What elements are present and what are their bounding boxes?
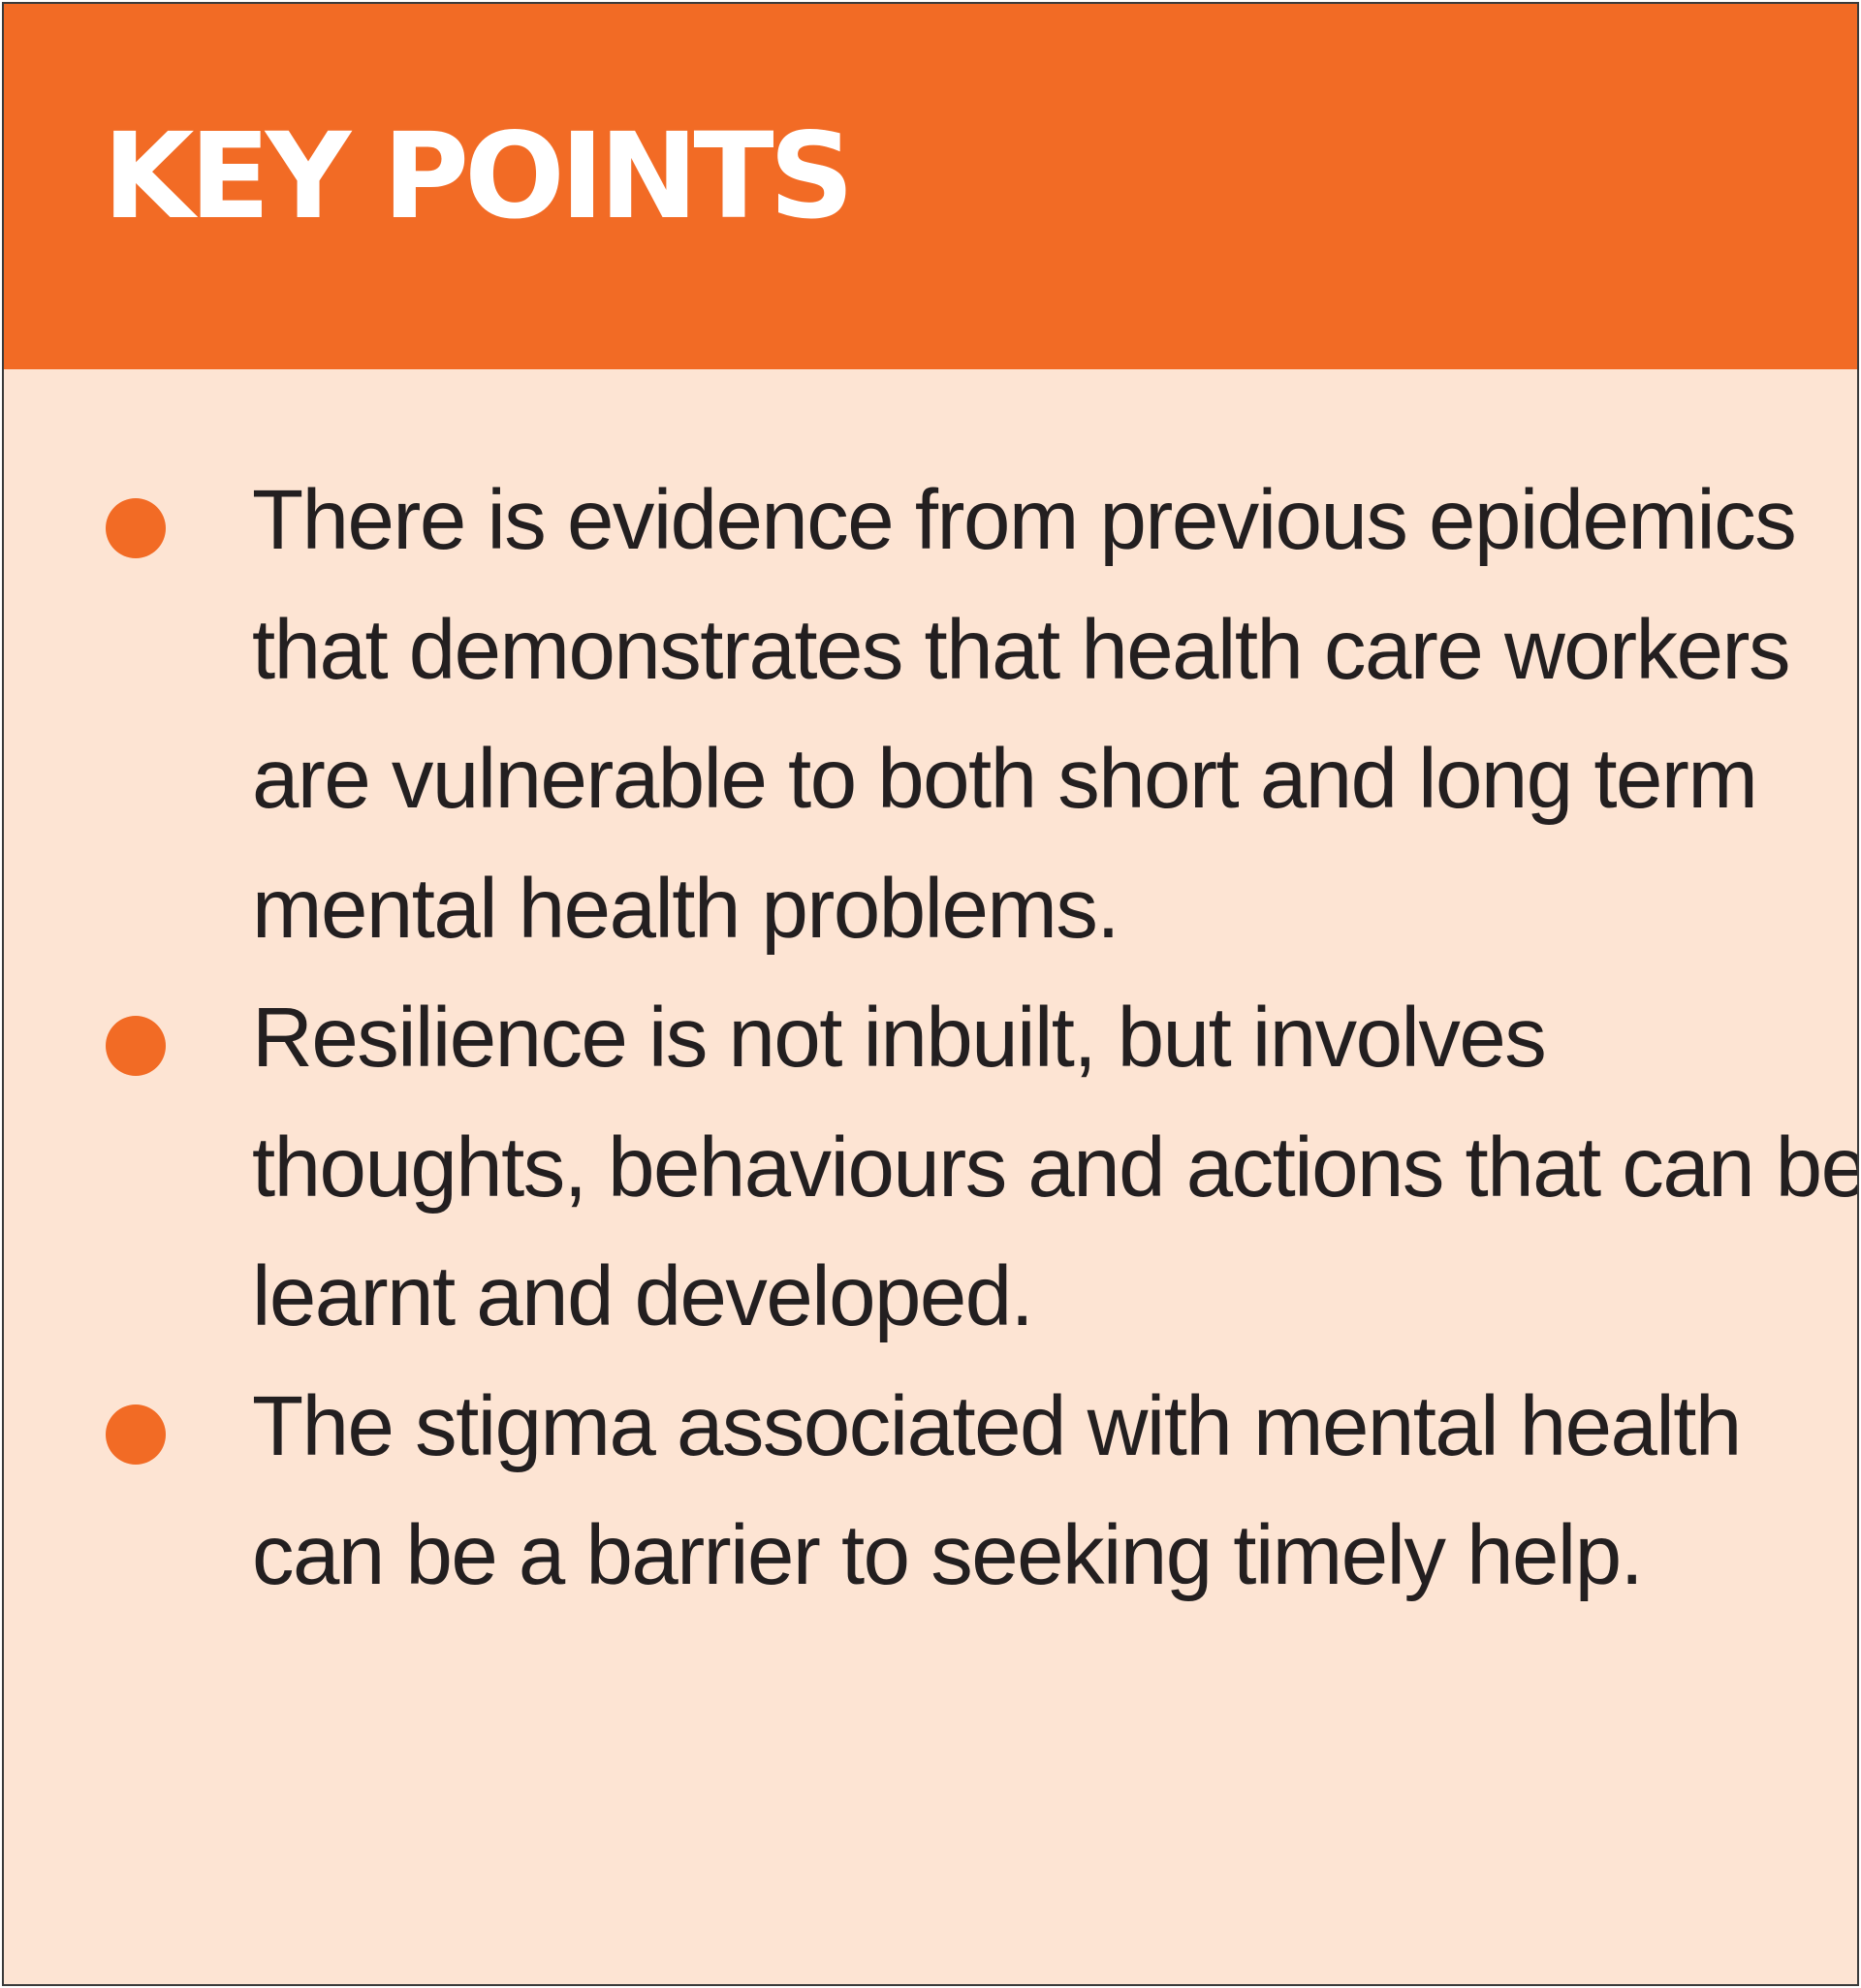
key-points-list: There is evidence from previous epidemic… [4, 456, 1859, 1621]
list-item: The stigma associated with mental health… [4, 1362, 1857, 1621]
key-point-text: The stigma associated with mental health… [252, 1378, 1742, 1603]
bullet-dot-icon [106, 498, 166, 558]
key-point-text: Resilience is not inbuilt, but involves … [252, 991, 1859, 1343]
key-points-title: KEY POINTS [103, 108, 854, 245]
list-item: Resilience is not inbuilt, but involves … [4, 973, 1859, 1362]
key-point-text: There is evidence from previous epidemic… [252, 473, 1797, 956]
bullet-dot-icon [106, 1404, 166, 1465]
key-points-header: KEY POINTS [4, 4, 1857, 369]
bullet-dot-icon [106, 1016, 166, 1076]
list-item: There is evidence from previous epidemic… [4, 456, 1857, 973]
